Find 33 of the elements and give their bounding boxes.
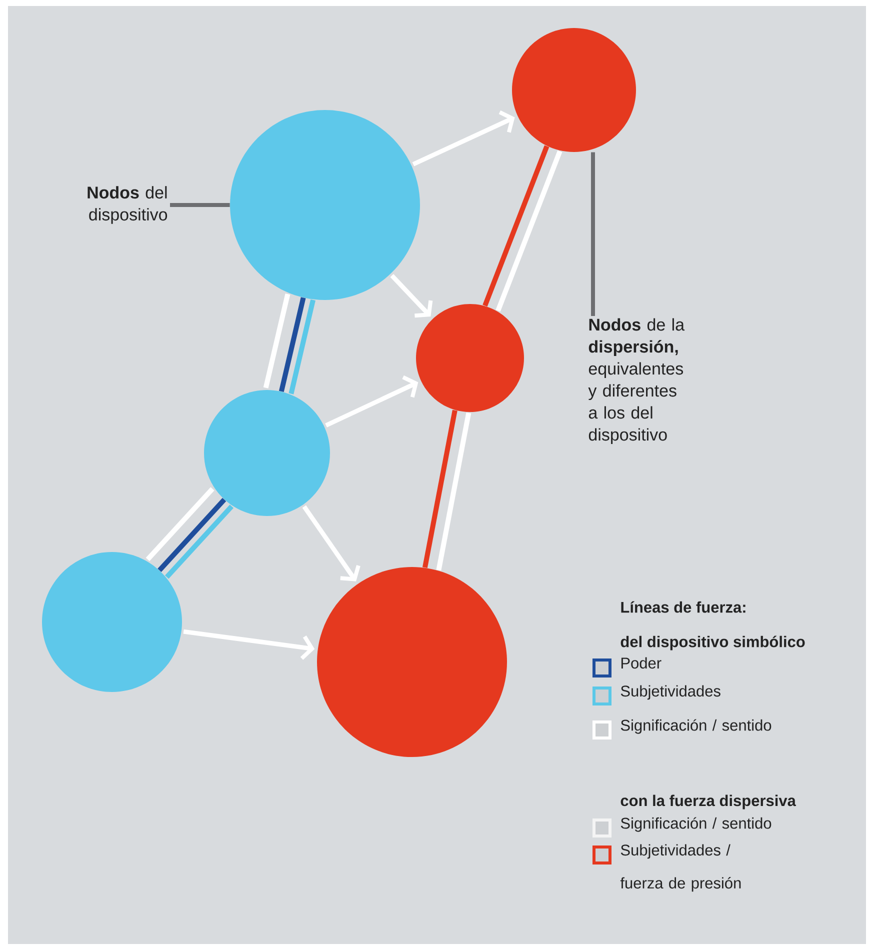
legend-text: Poder <box>621 657 662 669</box>
arrow <box>325 375 418 428</box>
annotation-text: Nodos del dispositivo <box>88 186 168 224</box>
force-line <box>496 150 562 312</box>
legend-subheading: con la fuerza dispersiva <box>620 794 796 810</box>
legend-heading: Líneas de fuerza: <box>621 601 746 613</box>
node-circle <box>416 304 524 412</box>
force-line <box>263 294 290 388</box>
legend-text: Significación / sentido <box>620 719 772 734</box>
force-line <box>436 412 472 571</box>
force-line <box>422 410 458 568</box>
arrow <box>183 629 315 660</box>
leader-line <box>170 203 230 207</box>
arrow <box>390 274 433 318</box>
annotation-text: Nodos de la dispersión, equivalentes y diferentes a los del dispositivo <box>588 318 685 444</box>
node-circle <box>317 567 507 757</box>
force-line <box>158 498 226 572</box>
node-circle <box>512 28 636 152</box>
force-line <box>288 299 316 394</box>
node-circle <box>230 110 420 300</box>
force-line <box>278 297 306 392</box>
force-line <box>146 487 214 562</box>
force-line <box>164 504 234 579</box>
arrow <box>302 505 360 582</box>
legend-subheading: del dispositivo simbólico <box>620 636 805 650</box>
node-circle <box>42 552 182 692</box>
legend-text: Subjetividades <box>620 685 720 700</box>
arrow <box>412 110 515 166</box>
leader-line <box>591 152 595 316</box>
force-line <box>482 145 550 307</box>
node-circle <box>204 390 330 516</box>
legend-text: Significación / sentido <box>620 817 772 832</box>
legend-text: Subjetividades / fuerza de presión <box>620 844 741 892</box>
